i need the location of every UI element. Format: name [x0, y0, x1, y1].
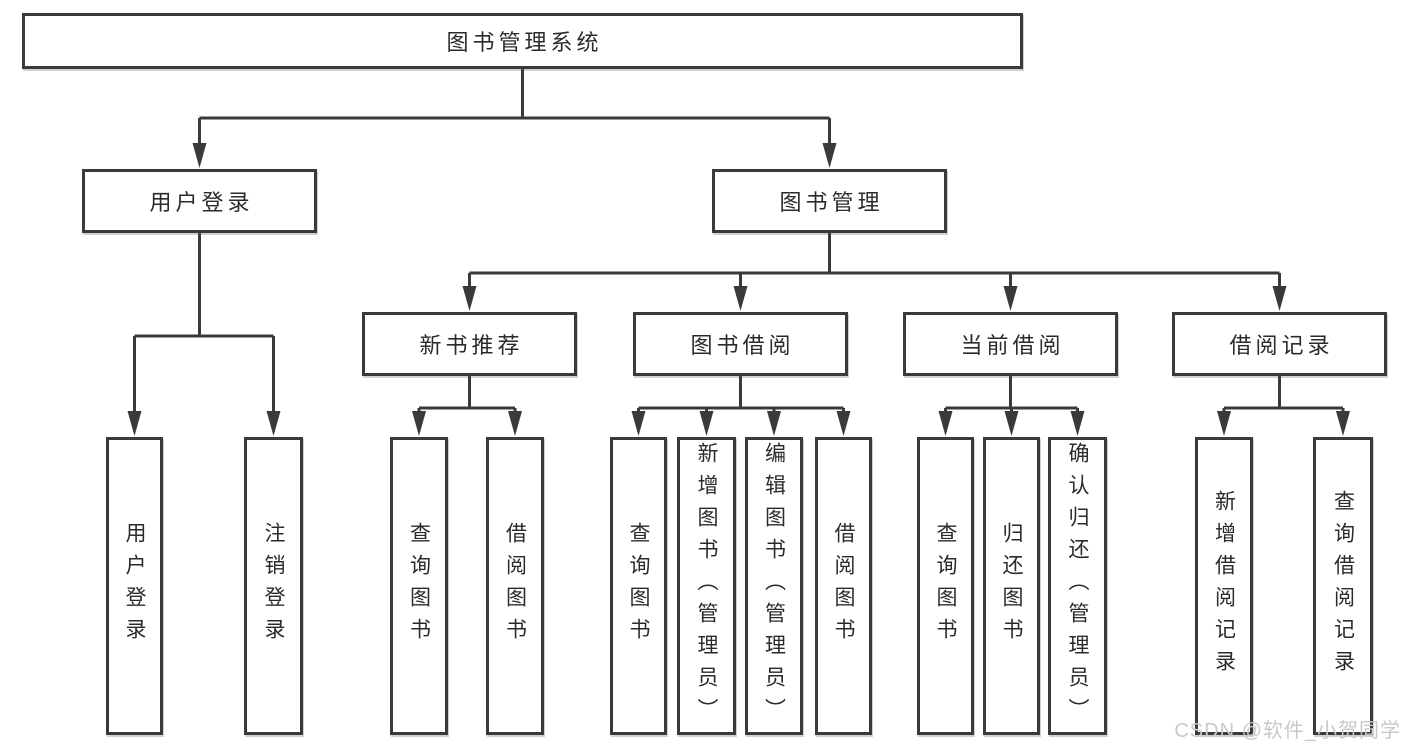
node-book-management-branch: 图书管理	[712, 169, 947, 233]
leaf-label: 归还图书	[1000, 522, 1023, 650]
leaf-query-borrow-record: 查询借阅记录	[1313, 437, 1373, 735]
leaf-label: 编辑图书（管理员）	[762, 442, 786, 730]
leaf-label: 查询图书	[407, 522, 431, 650]
leaf-borrow-books-borrowing: 借阅图书	[815, 437, 872, 735]
node-current-borrowing: 当前借阅	[903, 312, 1118, 376]
leaf-query-books-current: 查询图书	[917, 437, 974, 735]
leaf-label: 查询图书	[934, 522, 957, 650]
node-root-system: 图书管理系统	[22, 13, 1023, 69]
leaf-label: 查询借阅记录	[1331, 490, 1355, 682]
leaf-logout: 注销登录	[244, 437, 303, 735]
leaf-add-books-admin: 新增图书（管理员）	[677, 437, 736, 735]
leaf-label: 注销登录	[262, 522, 285, 650]
leaf-query-books-recommend: 查询图书	[390, 437, 448, 735]
node-borrowing-records: 借阅记录	[1172, 312, 1387, 376]
leaf-borrow-books-recommend: 借阅图书	[486, 437, 544, 735]
arrowheads	[127, 143, 1350, 436]
leaf-edit-books-admin: 编辑图书（管理员）	[745, 437, 803, 735]
leaf-label: 查询图书	[627, 522, 650, 650]
leaf-add-borrow-record: 新增借阅记录	[1195, 437, 1253, 735]
leaf-label: 新增图书（管理员）	[695, 442, 718, 730]
leaf-query-books-borrowing: 查询图书	[610, 437, 667, 735]
node-user-login-branch: 用户登录	[82, 169, 317, 233]
leaf-confirm-return-admin: 确认归还（管理员）	[1048, 437, 1107, 735]
node-book-borrowing: 图书借阅	[633, 312, 848, 376]
csdn-watermark: CSDN @软件_小贺同学	[1174, 720, 1401, 742]
leaf-label: 借阅图书	[503, 522, 527, 650]
leaf-label: 确认归还（管理员）	[1066, 442, 1089, 730]
leaf-label: 借阅图书	[832, 522, 855, 650]
leaf-user-login: 用户登录	[106, 437, 163, 735]
leaf-return-books: 归还图书	[983, 437, 1040, 735]
node-new-book-recommend: 新书推荐	[362, 312, 577, 376]
leaf-label: 用户登录	[123, 522, 146, 650]
leaf-label: 新增借阅记录	[1212, 490, 1236, 682]
